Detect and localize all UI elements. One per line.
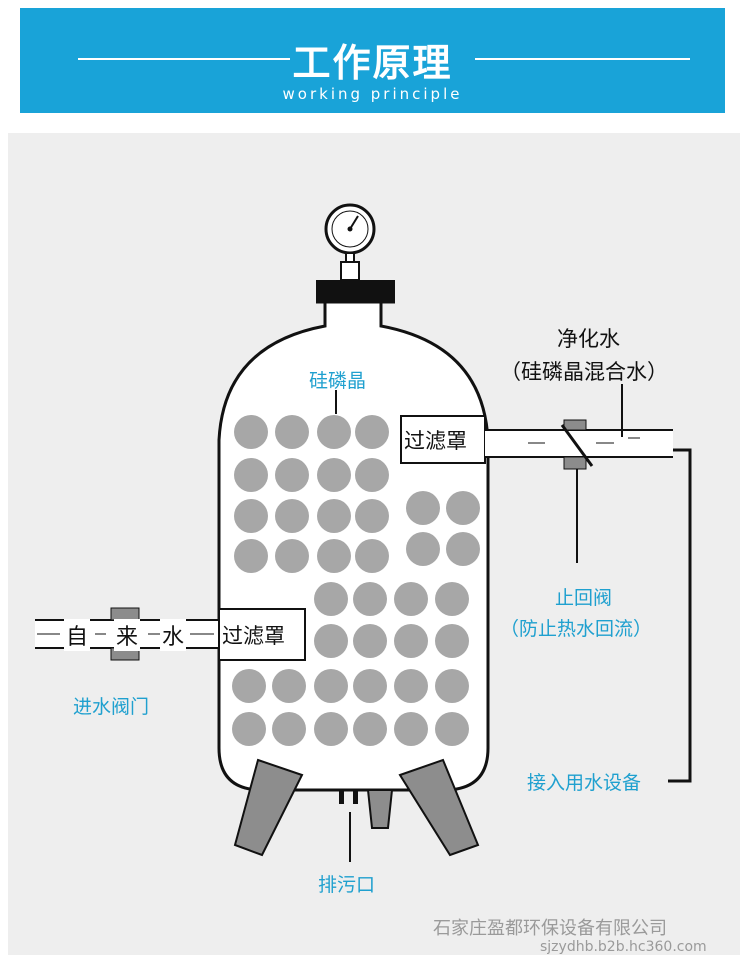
check-valve xyxy=(560,419,594,563)
tap-water-char-2: 来 xyxy=(114,619,141,651)
header-rule-left xyxy=(78,58,290,60)
purified-water-label: 净化水 xyxy=(557,327,620,351)
right-leg xyxy=(398,758,480,857)
drain-outlet xyxy=(339,789,394,862)
watermark-company: 石家庄盈都环保设备有限公司 xyxy=(433,918,667,939)
filter-cover-top-label: 过滤罩 xyxy=(404,429,467,453)
crystal-label: 硅磷晶 xyxy=(309,370,367,392)
filter-cover-bottom-label: 过滤罩 xyxy=(222,624,285,648)
header-rule-right xyxy=(475,58,690,60)
drain-label: 排污口 xyxy=(318,874,376,896)
connect-device-label: 接入用水设备 xyxy=(527,772,642,794)
left-leg xyxy=(233,758,304,857)
equipment-bracket xyxy=(668,448,692,783)
watermark-url: sjzydhb.b2b.hc360.com xyxy=(540,939,707,955)
header-subtitle: working principle xyxy=(282,85,463,103)
tap-water-char-3: 水 xyxy=(160,619,187,651)
outlet-pipe xyxy=(400,415,673,464)
tank-cap xyxy=(316,280,395,302)
header-banner: 工作原理 working principle xyxy=(20,8,725,113)
header-title: 工作原理 xyxy=(292,41,453,85)
check-valve-label: 止回阀 xyxy=(555,587,613,609)
crystal-balls xyxy=(232,415,480,746)
pressure-gauge-icon xyxy=(324,203,376,281)
check-valve-note: （防止热水回流） xyxy=(500,618,653,640)
inlet-valve-label: 进水阀门 xyxy=(73,696,150,718)
purified-water-note: （硅磷晶混合水） xyxy=(500,360,668,384)
tap-water-char-1: 自 xyxy=(64,619,91,651)
